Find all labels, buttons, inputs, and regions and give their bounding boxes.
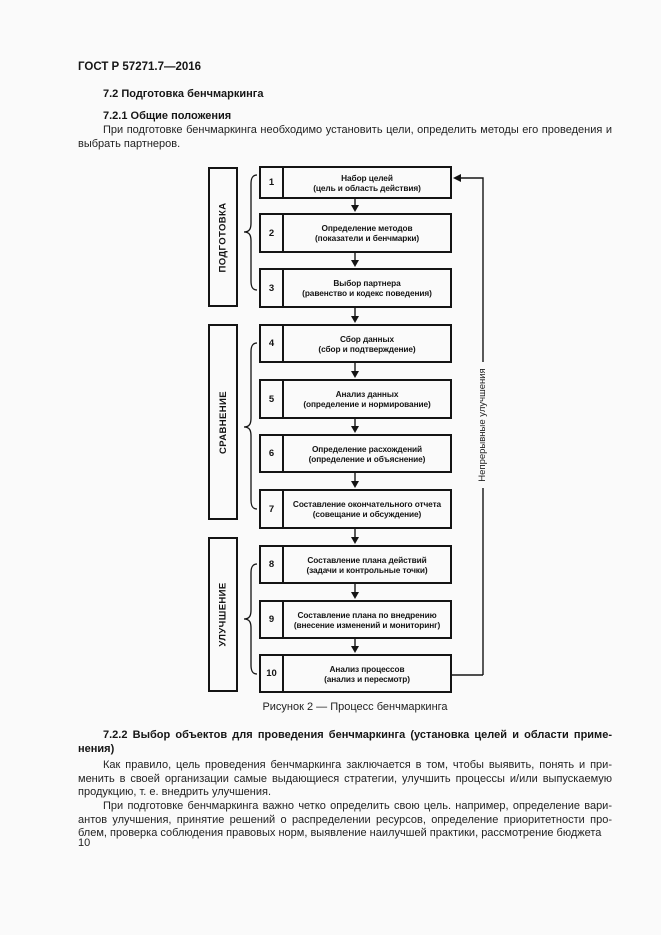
flowchart-step-10: 10 Анализ процессов (анализ и пересмотр) (259, 654, 452, 693)
step-number: 2 (261, 215, 284, 251)
flowchart-connectors (243, 174, 484, 676)
document-header: ГОСТ Р 57271.7—2016 (78, 61, 202, 73)
figure-caption: Рисунок 2 — Процесс бенчмаркинга (262, 701, 448, 713)
step-number: 6 (261, 436, 284, 471)
step-number: 8 (261, 547, 284, 582)
phase-box-comparison: СРАВНЕНИЕ (208, 324, 238, 520)
phase-label: ПОДГОТОВКА (217, 202, 229, 272)
flowchart-step-6: 6 Определение расхождений (определение и… (259, 434, 452, 473)
step-title: Набор целей (341, 172, 393, 183)
step-number: 7 (261, 491, 284, 527)
section-7-2-title: 7.2 Подготовка бенчмаркинга (103, 88, 264, 100)
step-title: Выбор партнера (333, 278, 401, 288)
phase-box-preparation: ПОДГОТОВКА (208, 167, 238, 307)
paragraph-7-2-1: При подготовке бенчмаркинга необходимо у… (78, 124, 612, 150)
step-subtitle: (совещание и обсуждение) (312, 509, 422, 519)
flowchart-step-2: 2 Определение методов (показатели и бенч… (259, 213, 452, 253)
step-title: Сбор данных (340, 333, 394, 344)
step-subtitle: (анализ и пересмотр) (324, 673, 410, 684)
flowchart-step-9: 9 Составление плана по внедрению (внесен… (259, 600, 452, 639)
flowchart-step-5: 5 Анализ данных (определение и нормирова… (259, 379, 452, 419)
paragraph-7-2-2-b: При подготовке бенчмаркинга важно четко … (78, 800, 612, 840)
flowchart-step-4: 4 Сбор данных (сбор и подтверждение) (259, 324, 452, 363)
step-title: Составление плана по внедрению (297, 609, 437, 620)
step-subtitle: (внесение изменений и мониторинг) (293, 619, 441, 630)
step-subtitle: (показатели и бенчмарки) (315, 233, 419, 243)
step-subtitle: (определение и нормирование) (303, 399, 431, 409)
step-title: Анализ процессов (329, 663, 405, 674)
step-number: 4 (261, 326, 284, 361)
continuous-improvement-label: Непрерывные улучшения (477, 368, 488, 482)
paragraph-7-2-2-a: Как правило, цель проведения бенчмаркинг… (78, 759, 612, 799)
step-title: Составление плана действий (307, 554, 427, 565)
step-number: 5 (261, 381, 284, 417)
flowchart-step-1: 1 Набор целей (цель и область действия) (259, 166, 452, 199)
benchmarking-process-flowchart: ПОДГОТОВКА СРАВНЕНИЕ УЛУЧШЕНИЕ 1 Набор ц… (205, 164, 505, 704)
step-subtitle: (определение и объяснение) (308, 453, 426, 464)
flowchart-step-8: 8 Составление плана действий (задачи и к… (259, 545, 452, 584)
step-number: 3 (261, 270, 284, 306)
phase-label: УЛУЧШЕНИЕ (217, 582, 229, 647)
section-7-2-1-title: 7.2.1 Общие положения (103, 110, 232, 122)
step-number: 1 (261, 168, 284, 197)
step-title: Составление окончательного отчета (292, 499, 442, 509)
flowchart-step-7: 7 Составление окончательного отчета (сов… (259, 489, 452, 529)
step-title: Определение расхождений (311, 443, 423, 454)
step-number: 9 (261, 602, 284, 637)
step-subtitle: (сбор и подтверждение) (318, 343, 416, 354)
phase-box-improvement: УЛУЧШЕНИЕ (208, 537, 238, 692)
step-subtitle: (задачи и контрольные точки) (306, 564, 428, 575)
step-title: Анализ данных (335, 389, 399, 399)
step-subtitle: (цель и область действия) (313, 182, 421, 193)
section-7-2-2-title: 7.2.2 Выбор объектов для проведения бенч… (78, 729, 612, 755)
step-title: Определение методов (321, 223, 413, 233)
step-subtitle: (равенство и кодекс поведения) (302, 288, 432, 298)
step-number: 10 (261, 656, 284, 691)
page-number: 10 (78, 837, 91, 849)
phase-label: СРАВНЕНИЕ (217, 390, 229, 454)
flowchart-step-3: 3 Выбор партнера (равенство и кодекс пов… (259, 268, 452, 308)
